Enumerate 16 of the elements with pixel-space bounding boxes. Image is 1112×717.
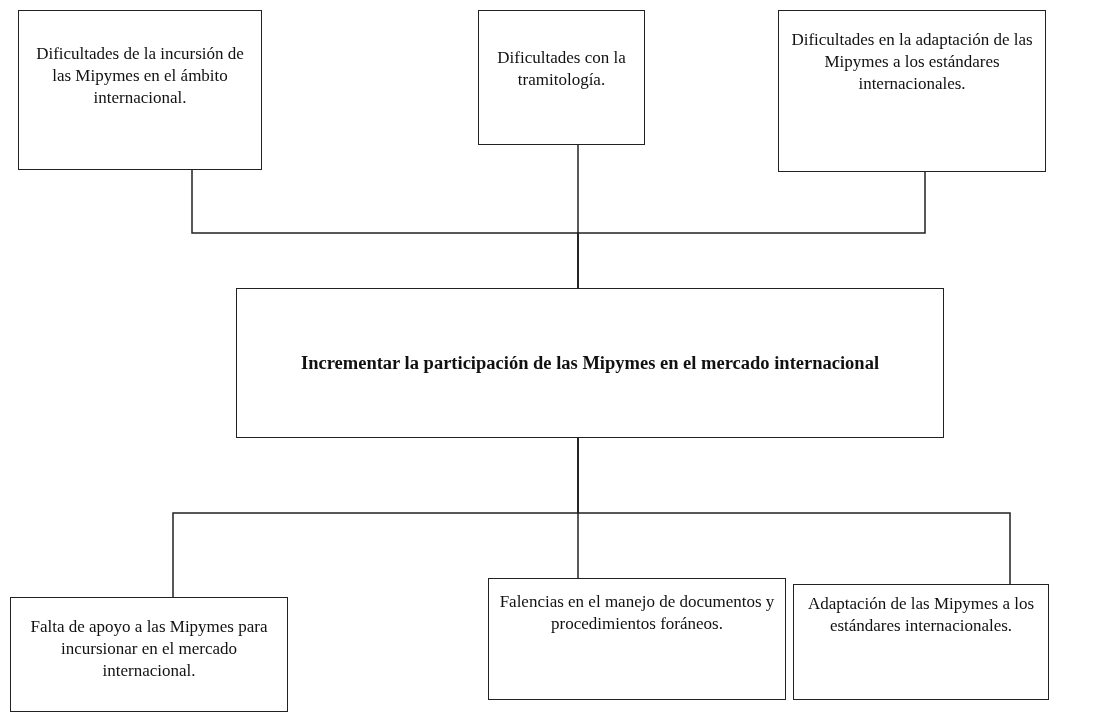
cause-box (793, 584, 1049, 700)
box-text: Adaptación de las Mipymes a los estándares internacionales. (806, 593, 1036, 638)
box-text: Dificultades en la adaptación de las Mipymes a los estándares internacionales. (790, 29, 1034, 96)
box-text: Falencias en el manejo de documentos y procedimientos foráneos. (499, 591, 775, 636)
central-objective-box (236, 288, 944, 438)
cause-box (10, 597, 288, 712)
cause-box (488, 578, 786, 700)
connector-line (577, 171, 926, 289)
cause-box (778, 10, 1046, 172)
cause-box (18, 10, 262, 170)
box-text: Incrementar la participación de las Mipymes en el mercado internacional (300, 351, 880, 375)
connector-line (577, 437, 1011, 585)
box-text: Falta de apoyo a las Mipymes para incursionar en el mercado internacional. (29, 616, 269, 683)
box-text: Dificultades con la tramitología. (496, 47, 627, 92)
cause-box (478, 10, 645, 145)
box-text: Dificultades de la incursión de las Mipymes en el ámbito internacional. (35, 43, 245, 110)
